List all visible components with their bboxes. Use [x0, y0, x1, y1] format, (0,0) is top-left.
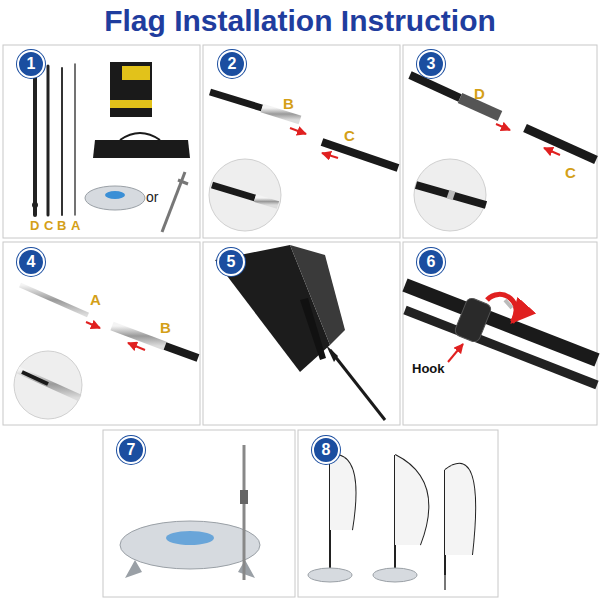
step-number: 4 — [17, 248, 45, 276]
step-number-text: 2 — [228, 56, 237, 72]
part-letter: B — [57, 219, 66, 232]
part-name: Hook — [412, 362, 445, 375]
step-number-text: 6 — [427, 254, 436, 270]
step-number: 3 — [417, 50, 445, 78]
part-letter: A — [90, 292, 101, 307]
step-number: 5 — [217, 248, 245, 276]
part-letter: D — [30, 219, 39, 232]
part-letter: D — [474, 86, 485, 101]
part-letter: C — [44, 219, 53, 232]
part-letter: A — [71, 219, 80, 232]
step-number: 1 — [17, 50, 45, 78]
step-number-text: 1 — [27, 56, 36, 72]
step-number: 2 — [218, 50, 246, 78]
step-number-text: 4 — [27, 254, 36, 270]
part-letter: B — [160, 320, 171, 335]
step-number-text: 5 — [227, 254, 236, 270]
note: or — [146, 190, 158, 204]
step-number-text: 3 — [427, 56, 436, 72]
part-letter: B — [283, 96, 294, 111]
part-letter: C — [565, 165, 576, 180]
page-title: Flag Installation Instruction — [0, 4, 600, 38]
step-number-text: 8 — [322, 442, 331, 458]
step-number: 7 — [117, 436, 145, 464]
step-number: 8 — [312, 436, 340, 464]
part-letter: C — [344, 128, 355, 143]
step-number: 6 — [417, 248, 445, 276]
step-number-text: 7 — [127, 442, 136, 458]
